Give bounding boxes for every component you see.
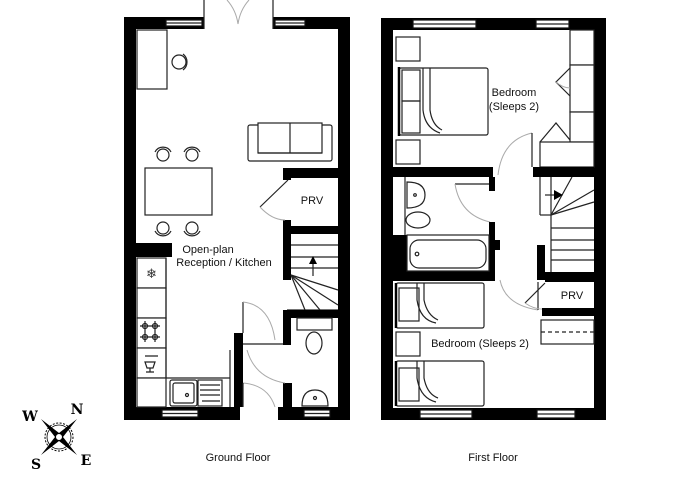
bathtub-icon <box>406 234 490 272</box>
ff-prv-door <box>524 282 546 304</box>
compass-n: N <box>71 402 84 418</box>
shelf <box>540 319 595 345</box>
prv-wall-bottom <box>283 226 338 234</box>
ff-caption: First Floor <box>468 452 518 464</box>
gf-room-label-line2: Reception / Kitchen <box>176 257 271 269</box>
ground-floor-plan: ❄ PRV <box>124 0 350 464</box>
ff-bathroom-wall-bottom <box>393 271 495 281</box>
prv-wall-top <box>283 168 338 178</box>
bedroom1-label-line2: (Sleeps 2) <box>489 101 539 113</box>
wc-icon <box>296 317 333 355</box>
wardrobe <box>539 29 595 168</box>
kitchen-wall-stub <box>136 243 172 257</box>
ff-wc-icon <box>405 211 431 229</box>
compass-w: W <box>21 409 38 425</box>
double-bed-icon <box>397 67 489 136</box>
gf-caption: Ground Floor <box>206 452 271 464</box>
gf-wall-left <box>124 17 136 420</box>
ff-wall-left <box>381 18 393 420</box>
bedroom1-label-line1: Bedroom <box>492 87 537 99</box>
single-bed-icon <box>394 360 485 407</box>
gf-prv-label: PRV <box>301 195 324 207</box>
ff-bathroom-wall-top <box>393 167 493 177</box>
bedside-table <box>395 36 421 62</box>
gf-room-label-line1: Open-plan <box>182 244 233 256</box>
ff-basin-icon <box>404 177 426 235</box>
sink-icon <box>169 379 223 407</box>
single-bed-icon <box>394 282 485 329</box>
hob-icon <box>136 317 167 349</box>
wc-wall-top <box>283 310 338 318</box>
basin-icon <box>301 389 329 407</box>
dining-table <box>144 167 213 216</box>
compass-icon: N E S W <box>21 402 91 473</box>
sofa-icon <box>247 122 333 162</box>
bedside-table <box>395 139 421 165</box>
dining-chairs-icon <box>154 146 201 237</box>
first-floor-plan: Bedroom (Sleeps 2) <box>381 18 606 464</box>
oven-icon <box>136 347 167 379</box>
fridge-snowflake-icon: ❄ <box>146 266 157 281</box>
bedside-table <box>395 331 421 357</box>
ff-prv-label: PRV <box>561 290 584 302</box>
kitchen-units: ❄ <box>136 257 231 408</box>
bedroom2-label: Bedroom (Sleeps 2) <box>431 338 529 350</box>
gf-stairs <box>287 244 339 311</box>
prv-door <box>259 179 289 208</box>
desk-chair-icon <box>171 53 188 71</box>
gf-wall-right <box>338 17 350 420</box>
compass-e: E <box>81 453 92 469</box>
desk <box>136 29 168 90</box>
ff-stairs <box>539 176 595 277</box>
ff-wall-right <box>594 18 606 420</box>
ff-prv-wall <box>542 308 594 316</box>
patio-doors <box>203 0 274 29</box>
compass-s: S <box>31 457 41 473</box>
